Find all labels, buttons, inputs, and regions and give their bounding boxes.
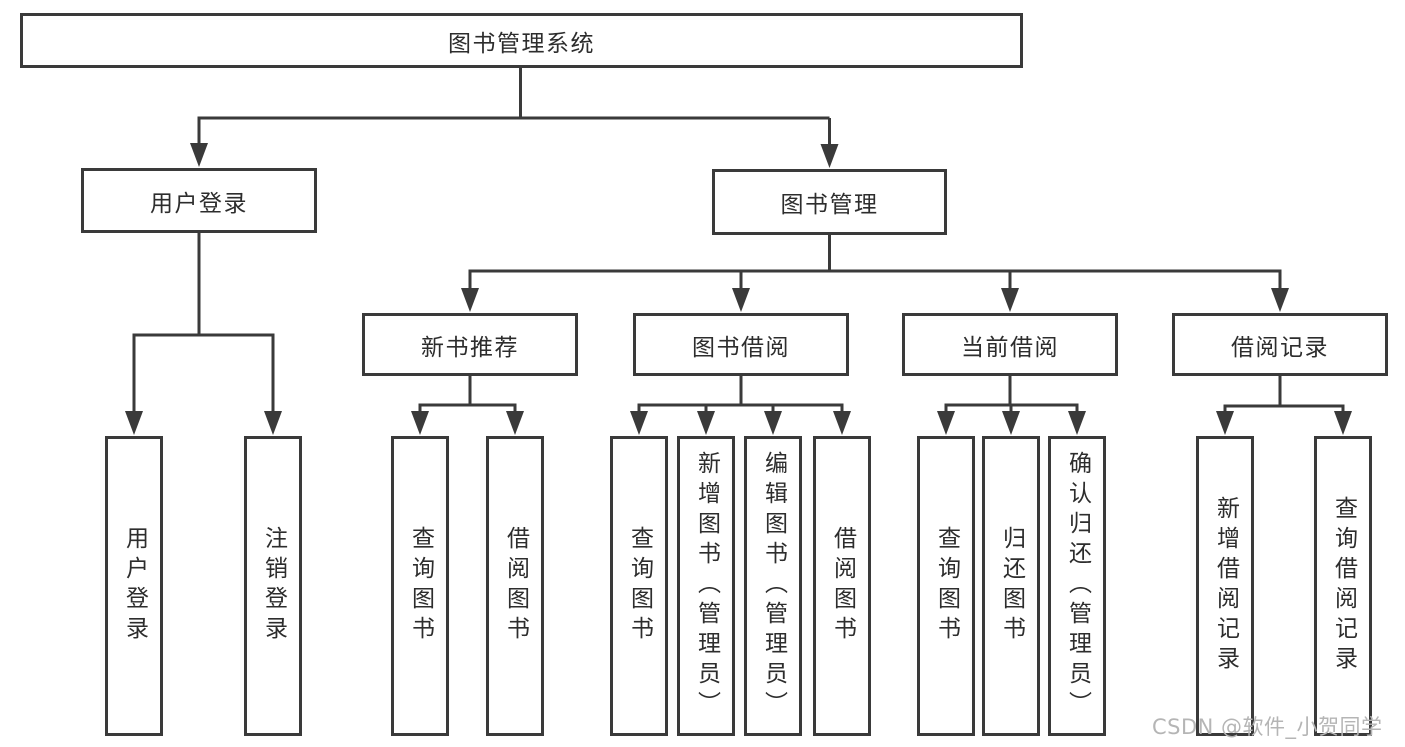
node-leaf-br-query-record: 查询借阅记录 [1314, 436, 1372, 736]
connector-book-borrow-to-leaves [630, 376, 851, 435]
connector-user-login-to-leaves [125, 233, 282, 435]
connector-book-mgmt-to-level3 [461, 235, 1289, 312]
node-leaf-nbr-query-books: 查询图书 [391, 436, 449, 736]
node-leaf-user-login-label: 用户登录 [121, 526, 148, 646]
node-leaf-nbr-borrow-books-label: 借阅图书 [502, 526, 529, 646]
node-leaf-bb-borrow-books-label: 借阅图书 [829, 526, 856, 646]
node-leaf-nbr-query-books-label: 查询图书 [407, 526, 434, 646]
node-leaf-nbr-borrow-books: 借阅图书 [486, 436, 544, 736]
node-book-management: 图书管理 [712, 169, 947, 235]
node-library-system-label: 图书管理系统 [448, 30, 595, 57]
node-leaf-br-add-record: 新增借阅记录 [1196, 436, 1254, 736]
node-new-book-recommend-label: 新书推荐 [421, 334, 519, 361]
node-leaf-bb-query-books: 查询图书 [610, 436, 668, 736]
node-leaf-cb-return-books: 归还图书 [982, 436, 1040, 736]
node-leaf-logout-label: 注销登录 [260, 526, 287, 646]
connector-new-book-rec-to-leaves [411, 376, 524, 435]
node-current-borrowing: 当前借阅 [902, 313, 1118, 376]
node-new-book-recommend: 新书推荐 [362, 313, 578, 376]
node-leaf-bb-query-books-label: 查询图书 [626, 526, 653, 646]
node-leaf-br-add-record-label: 新增借阅记录 [1212, 496, 1239, 676]
node-leaf-bb-add-books-admin-label: 新增图书（管理员） [693, 451, 720, 721]
node-library-system: 图书管理系统 [20, 13, 1023, 68]
connector-root-to-level2 [190, 68, 839, 168]
connector-current-borrow-to-leaves [937, 376, 1086, 435]
node-book-management-label: 图书管理 [780, 192, 879, 218]
node-user-login: 用户登录 [81, 168, 317, 233]
node-leaf-bb-add-books-admin: 新增图书（管理员） [677, 436, 735, 736]
node-leaf-bb-edit-books-admin: 编辑图书（管理员） [744, 436, 802, 736]
node-borrowing-records-label: 借阅记录 [1231, 334, 1329, 361]
connector-borrow-records-to-leaves [1216, 376, 1352, 435]
node-book-borrowing-label: 图书借阅 [692, 334, 790, 361]
node-leaf-bb-edit-books-admin-label: 编辑图书（管理员） [760, 451, 787, 721]
csdn-watermark: CSDN @软件_小贺同学 [1152, 715, 1383, 739]
node-leaf-cb-return-books-label: 归还图书 [998, 526, 1025, 646]
node-leaf-logout: 注销登录 [244, 436, 302, 736]
node-leaf-cb-confirm-return-admin-label: 确认归还（管理员） [1064, 451, 1091, 721]
node-user-login-label: 用户登录 [150, 190, 248, 217]
node-leaf-cb-query-books-label: 查询图书 [933, 526, 960, 646]
node-current-borrowing-label: 当前借阅 [961, 334, 1059, 361]
node-leaf-user-login: 用户登录 [105, 436, 163, 736]
node-leaf-cb-query-books: 查询图书 [917, 436, 975, 736]
node-borrowing-records: 借阅记录 [1172, 313, 1388, 376]
node-leaf-bb-borrow-books: 借阅图书 [813, 436, 871, 736]
node-leaf-cb-confirm-return-admin: 确认归还（管理员） [1048, 436, 1106, 736]
node-leaf-br-query-record-label: 查询借阅记录 [1330, 496, 1357, 676]
node-book-borrowing: 图书借阅 [633, 313, 849, 376]
